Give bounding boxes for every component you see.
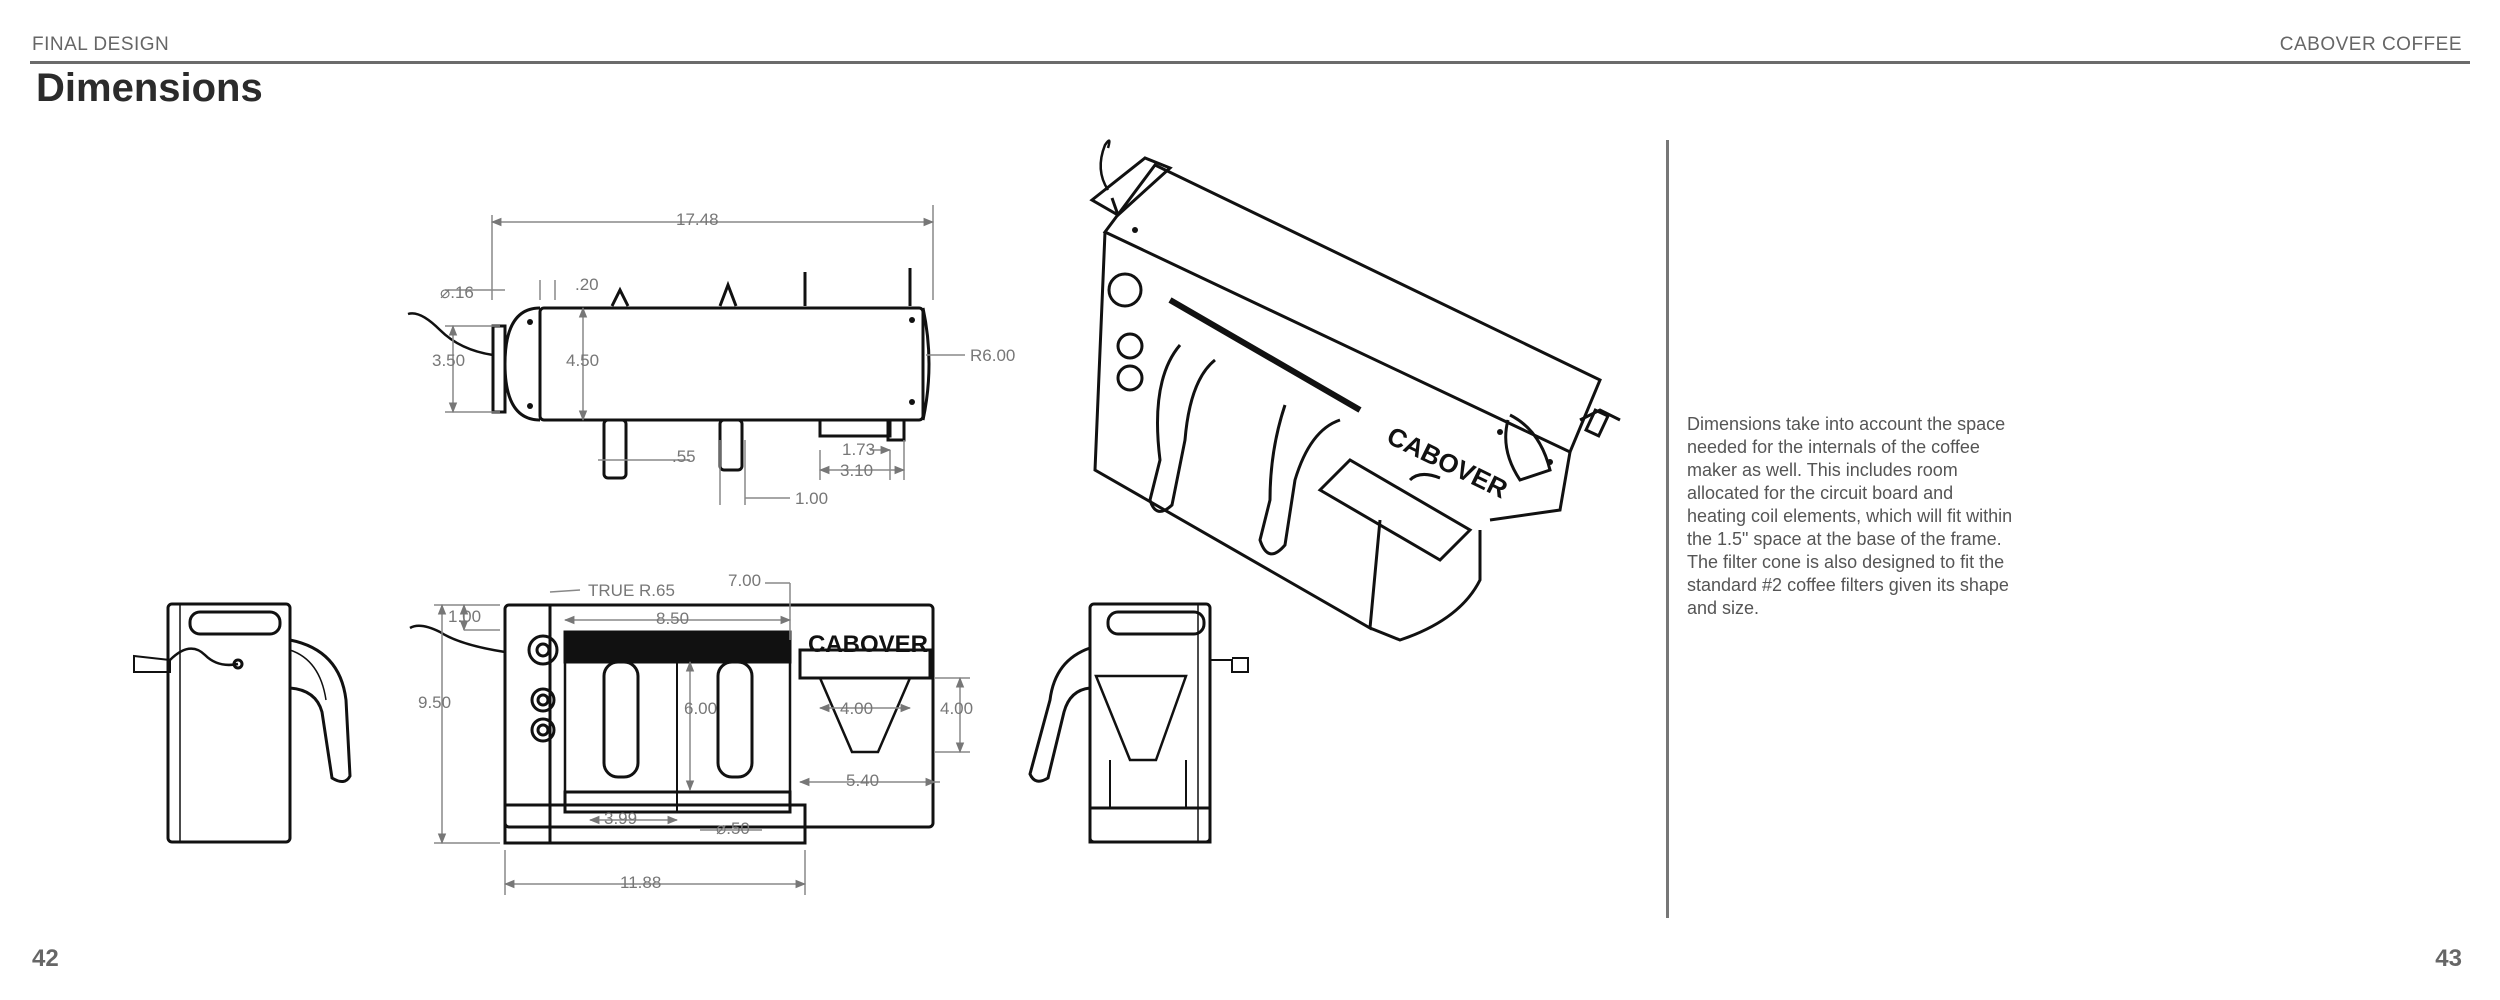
dim-cone-height: 4.00: [940, 699, 973, 718]
top-knob-1: [610, 286, 630, 307]
dim-spacing: 1.00: [795, 489, 828, 508]
front-view-dimensions: [434, 582, 970, 895]
top-tray: [818, 418, 892, 438]
top-front-end: [921, 307, 931, 421]
right-side-view: [1028, 602, 1249, 844]
top-tray-tab: [886, 418, 906, 442]
dim-pot-width: 3.99: [604, 809, 637, 828]
dim-cone-depth: 5.40: [846, 771, 879, 790]
dim-cord-diameter: ⌀.16: [440, 283, 474, 302]
front-view: CABOVER: [409, 603, 935, 845]
dim-top-offset: 7.00: [728, 571, 761, 590]
dim-offset: .20: [575, 275, 599, 294]
dim-corner-radius: TRUE R.65: [588, 581, 675, 600]
dim-overall-length: 17.48: [676, 210, 719, 229]
dim-handle-width: .55: [672, 447, 696, 466]
front-view-labels: TRUE R.65 7.00 1.00 8.50 9.50 6.00 4.00 …: [418, 571, 973, 892]
dim-tray-width: 3.10: [840, 461, 873, 480]
header-rule: [30, 61, 2470, 64]
dim-drain-diameter: ⌀.50: [716, 819, 750, 838]
isometric-view: CABOVER: [1089, 139, 1621, 642]
top-view-labels: 17.48 ⌀.16 .20 3.50 4.50 R6.00 .55 1.73 …: [432, 210, 1015, 508]
dim-pot-span: 8.50: [656, 609, 689, 628]
page-title: Dimensions: [36, 66, 263, 110]
dim-overall-width: 11.88: [620, 873, 661, 892]
left-side-view: [133, 602, 352, 844]
column-divider: [1666, 140, 1669, 918]
dim-overall-height: 9.50: [418, 693, 451, 712]
top-handle-2: [718, 418, 744, 472]
dim-end-radius: R6.00: [970, 346, 1015, 365]
top-rounded-end: [503, 306, 541, 422]
front-logo: CABOVER: [808, 631, 928, 658]
project-label: CABOVER COFFEE: [2279, 34, 2462, 55]
page-number-left: 42: [32, 945, 59, 972]
dim-tray-offset: 1.73: [842, 440, 875, 459]
description-text: Dimensions take into account the space n…: [1687, 414, 2013, 618]
top-handle-1: [602, 418, 628, 480]
power-cord-top: [407, 312, 494, 357]
page-number-right: 43: [2435, 945, 2462, 972]
top-view-dimensions: [445, 205, 965, 505]
dim-body-height: 4.50: [566, 351, 599, 370]
dim-cone-width: 4.00: [840, 699, 873, 718]
dim-cord-height: 3.50: [432, 351, 465, 370]
section-label: FINAL DESIGN: [32, 34, 170, 55]
dim-top-height: 1.00: [448, 607, 481, 626]
top-knob-2: [718, 280, 738, 307]
dim-pot-height: 6.00: [684, 699, 717, 718]
top-back-plate: [491, 324, 507, 414]
